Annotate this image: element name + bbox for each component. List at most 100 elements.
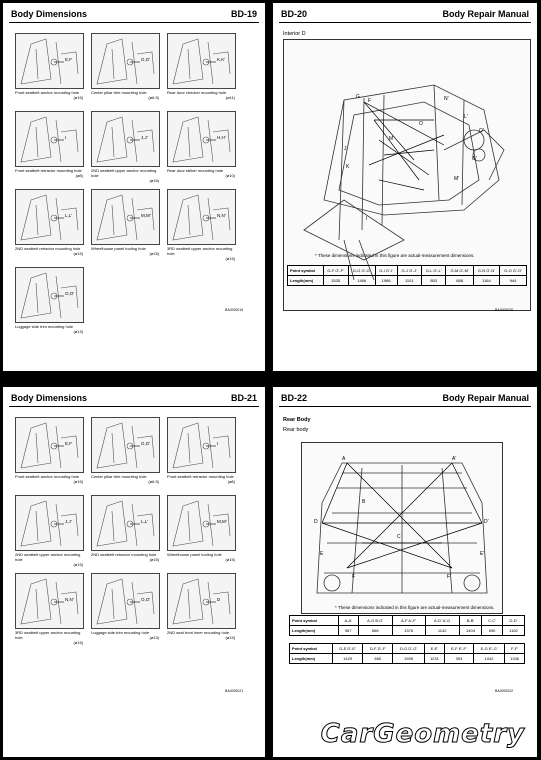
table-symbol-cell: E-F E'-F' [443,643,475,654]
hole-size-ref: (ø15) [73,562,83,567]
part-sketch [172,194,231,241]
table-value-cell: 690 [481,625,503,636]
table-value-cell: 1142 [424,625,460,636]
thumbnail-image [15,417,84,473]
page-header: BD-22 Body Repair Manual [279,390,531,407]
thumbnail-image [15,189,84,245]
thumbnail-image [15,267,84,323]
thumbnail-caption: Front seatbelt retractor mounting hole(ø… [167,474,235,484]
hole-size-ref: (ø8) [227,479,235,484]
table-symbol-cell: D-G D'-G' [392,643,425,654]
hole-size-ref: (ø10) [225,173,235,178]
thumbnail-caption: 2ND seatbelt retractor mounting hole(ø15… [91,552,159,562]
page-footer-code: BAJ000021 [225,689,244,693]
hole-size-ref: (ø15) [73,640,83,645]
table-row-label: Length(mm) [289,625,339,636]
table-value-cell: 665 [362,653,394,664]
svg-text:J: J [344,146,347,152]
hole-size-ref: (ø15) [225,635,235,640]
part-sketch [20,194,79,241]
svg-text:F': F' [447,574,451,580]
point-label: D [217,597,221,602]
part-sketch [172,578,231,625]
hole-size-ref: (ø15) [73,95,83,100]
table-value-cell: 1162 [501,625,526,636]
point-label: E,F [65,441,73,446]
point-label: N,N' [65,597,74,602]
thumbnail-image [91,189,160,245]
table-symbol-cell: A-F A'-F' [391,615,426,626]
hole-size-ref: (ø6.5) [148,95,159,100]
point-label: I [217,441,219,446]
svg-text:L': L' [464,114,468,120]
point-label: G,G' [141,57,151,62]
thumbnail-caption: Front seatbelt anchor mounting hole(ø15) [15,90,83,100]
interior-diagram-drawing: GF N'L' JK O'G' MO M'I [303,84,505,281]
thumbnail-image [91,573,160,629]
thumbnail-image [91,417,160,473]
table-value-cell: 1986 [374,275,398,286]
page-title: Body Repair Manual [442,393,529,403]
hole-size-ref: (ø6.5) [148,479,159,484]
thumbnail-image [167,573,236,629]
table-value-cell: 1466 [347,275,376,286]
page-code: BD-22 [281,393,308,403]
svg-text:B: B [362,499,366,505]
thumbnail-caption: Wheelhouse panel tooling hole(ø15) [91,246,159,256]
point-label: K,K' [217,57,226,62]
table-value-cell: 1595 [392,653,425,664]
table-symbol-cell: G-G G'-G' [347,265,376,276]
part-sketch [172,422,231,469]
table-value-cell: 853 [420,275,447,286]
table-value-cell: 967 [337,625,359,636]
section-title: Rear Body [283,417,311,423]
part-sketch [20,38,79,85]
table-symbol-cell: G-M G'-M' [445,265,474,276]
part-sketch [20,422,79,469]
table-symbol-cell: G-F G'-F' [322,265,349,276]
point-label: H,H' [217,135,226,140]
table-value-cell: 1042 [473,653,506,664]
thumbnail-image [167,111,236,167]
part-sketch [96,38,155,85]
table-header-cell: Point symbol [289,615,339,626]
page-bd20: BD-20 Body Repair Manual Interior D [272,2,538,372]
hole-size-ref: (ø11) [225,95,235,100]
svg-text:A': A' [452,456,456,462]
part-sketch [96,422,155,469]
thumbnail-caption: Center pillar trim mounting hole(ø6.5) [91,90,159,100]
table-header-cell: Point symbol [289,643,333,654]
svg-text:K: K [346,164,350,170]
page-footer-code: BAJ000022 [495,689,514,693]
table-symbol-cell: C-C' [481,615,503,626]
page-header: Body Dimensions BD-19 [9,6,259,23]
svg-text:E': E' [480,551,484,557]
table-value-cell: 888 [445,275,474,286]
table-value-cell: 1164 [472,275,501,286]
thumbnail-caption: Luggage side trim mounting hole(ø13) [91,630,159,640]
thumbnail-image [167,189,236,245]
measurement-note: * These dimensions indicated in this fig… [335,605,495,610]
table-value-cell: 666 [357,625,393,636]
point-label: O,O' [141,597,151,602]
point-label: M,M' [141,213,151,218]
page-code: BD-19 [230,9,257,19]
hole-size-ref: (ø13) [73,329,83,334]
part-sketch [20,578,79,625]
thumbnail-caption: Rear door checker mounting hole(ø11) [167,90,235,100]
part-sketch [20,272,79,319]
hole-size-ref: (ø13) [149,635,159,640]
table-value-cell: 1101 [396,275,422,286]
point-label: O,O' [65,291,75,296]
table-symbol-cell: G-I G'-I' [374,265,398,276]
part-sketch [20,500,79,547]
page-code: BD-20 [281,9,308,19]
svg-text:O: O [419,121,423,127]
page-title: Body Dimensions [11,9,88,19]
table-row-label: Length(mm) [287,275,324,286]
svg-text:G': G' [472,156,477,162]
